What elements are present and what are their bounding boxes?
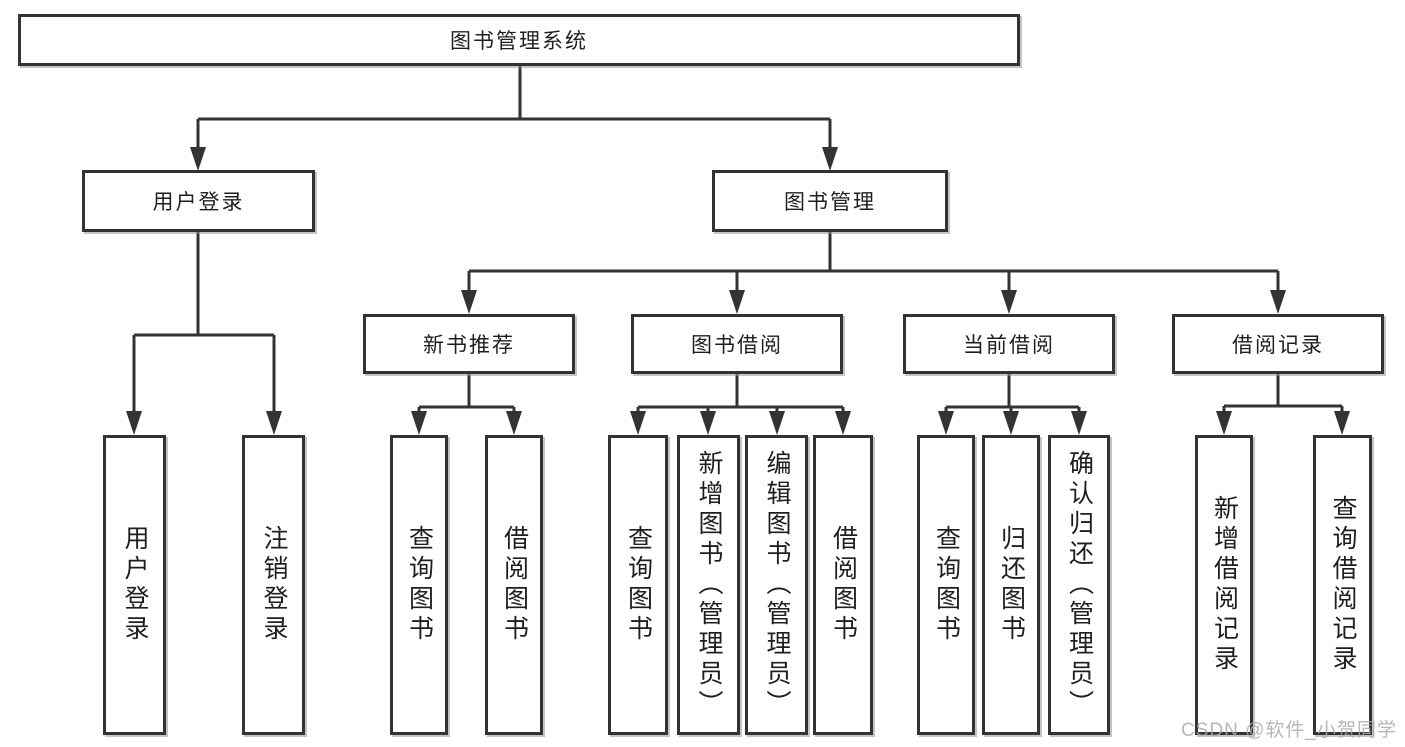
arrowhead-icon <box>126 411 142 435</box>
node-book-borrow: 图书借阅 <box>631 314 843 374</box>
node-label: 图书管理 <box>784 191 876 214</box>
leaf-query-books-recommend: 查询图书 <box>390 435 448 735</box>
arrowhead-icon <box>835 411 851 435</box>
node-user-login: 用户登录 <box>82 170 315 232</box>
leaf-label: 编辑图书（管理员） <box>763 450 791 720</box>
leaf-add-borrow-record: 新增借阅记录 <box>1195 435 1253 735</box>
arrowhead-icon <box>1216 411 1232 435</box>
leaf-label: 借阅图书 <box>500 525 529 645</box>
arrowhead-icon <box>1334 411 1350 435</box>
arrowhead-icon <box>461 290 477 314</box>
leaf-label: 查询图书 <box>624 525 653 645</box>
connector-recommend-to-leaves <box>411 374 522 435</box>
arrowhead-icon <box>938 411 954 435</box>
leaf-user-login: 用户登录 <box>103 435 166 735</box>
leaf-label: 查询借阅记录 <box>1329 495 1357 675</box>
arrowhead-icon <box>190 147 206 171</box>
node-label: 图书借阅 <box>691 334 783 357</box>
connector-borrow-to-leaves <box>630 374 851 435</box>
arrowhead-icon <box>729 290 745 314</box>
node-label: 新书推荐 <box>423 334 515 357</box>
arrowhead-icon <box>1270 290 1286 314</box>
leaf-logout: 注销登录 <box>242 435 305 735</box>
leaf-label: 查询图书 <box>405 525 434 645</box>
csdn-watermark: CSDN @软件_小贺同学 <box>1181 720 1397 741</box>
node-book-management: 图书管理 <box>712 170 948 232</box>
leaf-query-books-current: 查询图书 <box>917 435 975 735</box>
connector-records-to-leaves <box>1216 374 1350 435</box>
node-label: 当前借阅 <box>963 334 1055 357</box>
leaf-label: 归还图书 <box>997 525 1026 645</box>
arrowhead-icon <box>411 411 427 435</box>
leaf-borrow-books: 借阅图书 <box>813 435 873 735</box>
leaf-confirm-return-admin: 确认归还（管理员） <box>1048 435 1110 735</box>
leaf-label: 查询图书 <box>932 525 961 645</box>
node-borrow-records: 借阅记录 <box>1172 314 1384 374</box>
arrowhead-icon <box>1071 411 1087 435</box>
connector-current-to-leaves <box>938 374 1087 435</box>
leaf-edit-book-admin: 编辑图书（管理员） <box>745 435 808 735</box>
node-label: 用户登录 <box>152 191 245 214</box>
arrowhead-icon <box>266 411 282 435</box>
connector-root-to-level2 <box>190 66 838 171</box>
leaf-label: 新增借阅记录 <box>1210 495 1239 675</box>
node-label: 图书管理系统 <box>450 30 588 53</box>
leaf-label: 用户登录 <box>121 525 149 645</box>
leaf-query-borrow-record: 查询借阅记录 <box>1313 435 1372 735</box>
arrowhead-icon <box>1001 290 1017 314</box>
arrowhead-icon <box>700 411 716 435</box>
arrowhead-icon <box>1003 411 1019 435</box>
node-library-management-system: 图书管理系统 <box>18 14 1020 66</box>
node-new-book-recommend: 新书推荐 <box>363 314 575 374</box>
connector-userlogin-to-leaves <box>126 231 282 435</box>
leaf-label: 注销登录 <box>260 525 288 645</box>
leaf-label: 借阅图书 <box>829 525 858 645</box>
arrowhead-icon <box>506 411 522 435</box>
leaf-label: 新增图书（管理员） <box>695 450 723 720</box>
node-label: 借阅记录 <box>1232 334 1324 357</box>
arrowhead-icon <box>822 147 838 171</box>
arrowhead-icon <box>630 411 646 435</box>
node-current-borrow: 当前借阅 <box>903 314 1115 374</box>
connector-bookmgmt-to-level3 <box>461 231 1286 314</box>
leaf-label: 确认归还（管理员） <box>1065 450 1094 720</box>
leaf-query-books-borrow: 查询图书 <box>608 435 668 735</box>
leaf-borrow-books-recommend: 借阅图书 <box>485 435 543 735</box>
leaf-return-books: 归还图书 <box>982 435 1040 735</box>
leaf-add-book-admin: 新增图书（管理员） <box>677 435 740 735</box>
arrowhead-icon <box>769 411 785 435</box>
